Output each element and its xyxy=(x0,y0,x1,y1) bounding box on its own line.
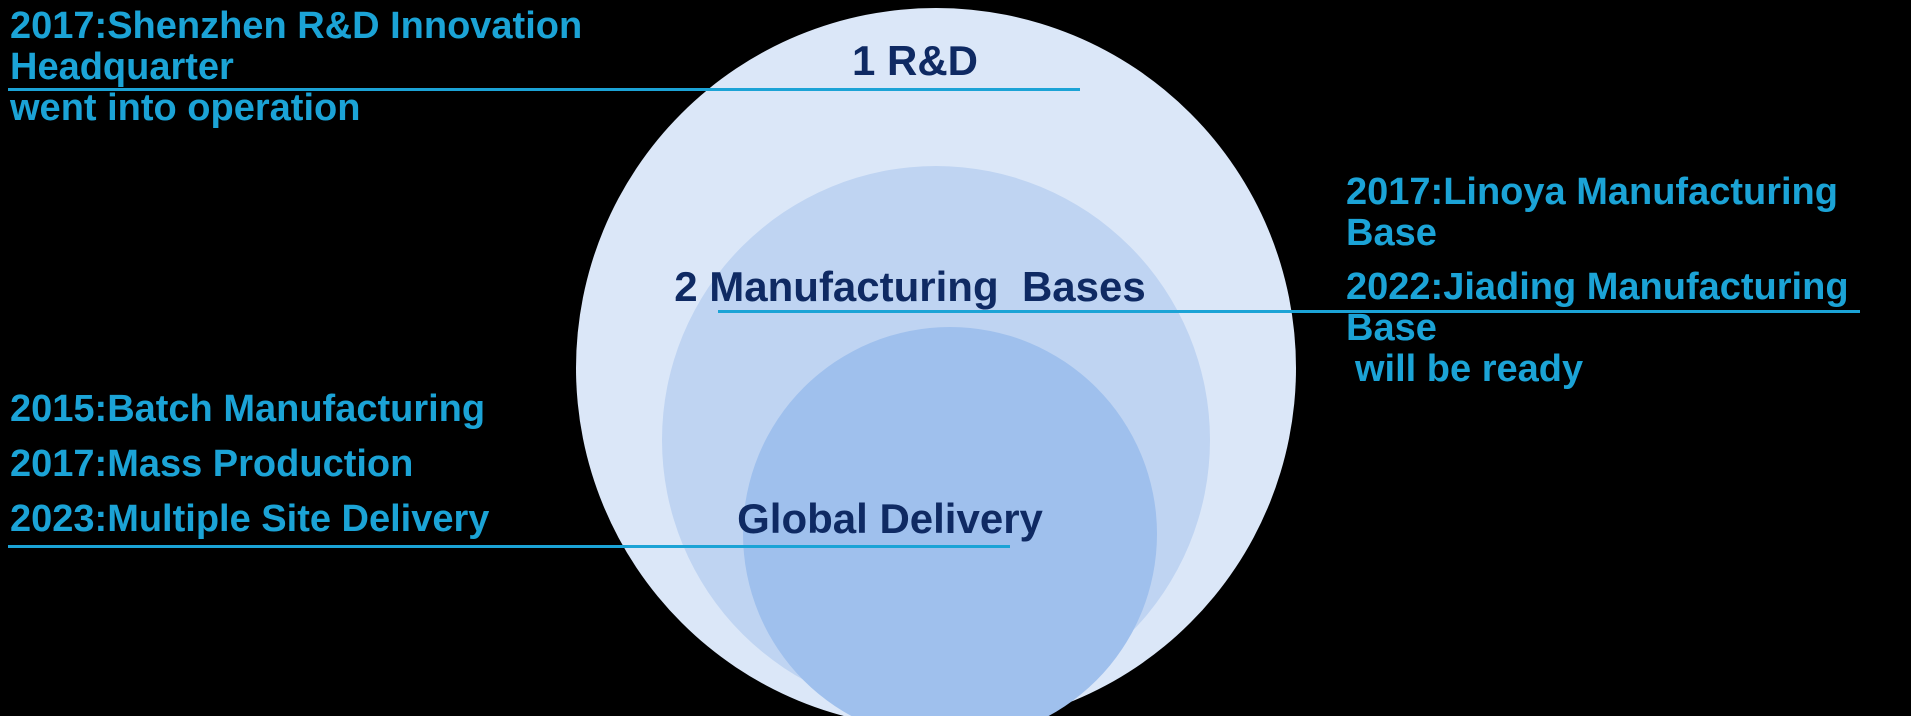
milestone-batch-manufacturing: 2015:Batch Manufacturing xyxy=(10,388,486,430)
annotation-jiading-base-ready: will be ready xyxy=(1355,348,1584,390)
manufacturing-connector-line xyxy=(718,310,1860,313)
annotation-delivery-milestones: 2015:Batch Manufacturing 2017:Mass Produ… xyxy=(10,382,489,547)
rd-connector-line xyxy=(8,88,1080,91)
annotation-shenzhen-hq: 2017:Shenzhen R&D Innovation Headquarter… xyxy=(10,6,750,129)
annotation-linoya-base: 2017:Linoya Manufacturing Base xyxy=(1346,171,1838,254)
global-delivery-label: Global Delivery xyxy=(737,495,1043,542)
manufacturing-bases-label: 2 Manufacturing Bases xyxy=(674,263,1146,310)
annotation-shenzhen-hq-line2: went into operation xyxy=(10,87,361,129)
annotation-jiading-base: 2022:Jiading Manufacturing Base xyxy=(1346,266,1849,349)
milestone-multiple-site-delivery: 2023:Multiple Site Delivery xyxy=(10,498,490,540)
delivery-connector-line xyxy=(8,545,1010,548)
annotation-shenzhen-hq-line1: 2017:Shenzhen R&D Innovation Headquarter xyxy=(10,5,583,88)
milestone-mass-production: 2017:Mass Production xyxy=(10,443,414,485)
annotation-manufacturing-bases: 2017:Linoya Manufacturing Base 2022:Jiad… xyxy=(1346,171,1911,390)
delivery-circle xyxy=(743,327,1157,716)
rd-label: 1 R&D xyxy=(851,37,979,84)
